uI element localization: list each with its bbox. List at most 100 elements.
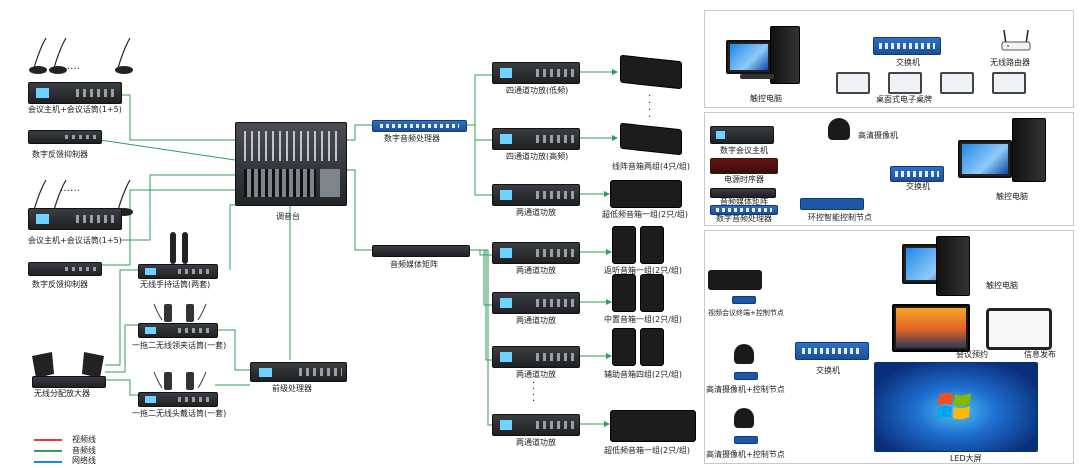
conference-host-2 <box>28 208 122 230</box>
p2-matrix-label: 音频媒体矩阵 <box>720 197 768 206</box>
legend-audio-label: 音频线 <box>72 446 96 455</box>
antenna-icon <box>32 352 104 378</box>
return-speaker-a <box>612 226 636 264</box>
headset-mics <box>150 368 210 392</box>
p1-switch <box>873 37 941 55</box>
p1-desk-screen-1 <box>836 72 870 94</box>
vertical-dots-spk: .... <box>648 88 652 120</box>
wireless-lavalier-label: 一拖二无线领夹话筒(一套) <box>132 341 227 350</box>
p3-video-terminal-label: 视频会议终端+控制节点 <box>708 309 784 317</box>
amp-2ch-3-label: 两通道功放 <box>516 316 556 325</box>
p2-hd-camera <box>828 118 850 140</box>
p1-switch-label: 交换机 <box>896 58 920 67</box>
p1-desk-screen-3 <box>940 72 974 94</box>
handheld-mic-icon <box>170 232 188 264</box>
vertical-dots-amp: .... <box>532 375 536 404</box>
conference-host-1 <box>28 82 122 104</box>
legend-audio-swatch <box>34 450 62 452</box>
legend-network-label: 网络线 <box>72 456 96 465</box>
p2-conf-host <box>710 126 774 144</box>
legend-video-swatch <box>34 439 62 441</box>
handheld-mics <box>160 230 200 266</box>
p2-ctrl-node <box>800 198 864 210</box>
amp-2ch-2-label: 两通道功放 <box>516 266 556 275</box>
subwoofer-1 <box>610 180 682 208</box>
p2-ctrl-node-label: 环控智能控制节点 <box>808 213 872 222</box>
feedback-suppressor-1 <box>28 130 102 144</box>
amp-4ch-high <box>492 128 580 150</box>
p2-processor <box>710 205 778 215</box>
amp-2ch-2 <box>492 242 580 264</box>
p3-cam-node-2 <box>734 436 758 444</box>
conference-mic-group-1 <box>28 30 140 75</box>
amp-2ch-5-label: 两通道功放 <box>516 438 556 447</box>
mic-icon <box>29 37 133 74</box>
pre-processor-label: 前级处理器 <box>272 384 312 393</box>
center-speaker-a <box>612 274 636 312</box>
subwoofer-2-label: 超低频音箱一组(2只/组) <box>604 446 691 455</box>
router-icon <box>1001 30 1031 51</box>
wireless-lavalier-receiver <box>138 323 218 338</box>
legend-video-label: 视频线 <box>72 435 96 444</box>
dots-1: …… <box>60 61 80 72</box>
p3-info-screen <box>986 308 1052 350</box>
feedback-2-label: 数字反馈抑制器 <box>32 280 88 289</box>
center-speaker-b <box>640 274 664 312</box>
p3-meeting-book-label: 会议预约 <box>956 350 988 359</box>
subwoofer-1-label: 超低频音箱一组(2只/组) <box>602 210 689 219</box>
p3-led-label: LED大屏 <box>950 454 982 463</box>
p2-switch <box>890 166 944 182</box>
p1-desk-screen-2 <box>888 72 922 94</box>
return-speaker-b <box>640 226 664 264</box>
aux-spk-label: 辅助音箱四组(2只/组) <box>604 370 683 379</box>
mixer-label: 调音台 <box>276 212 300 221</box>
amp-low-label: 四通道功放(低频) <box>506 86 569 95</box>
p2-matrix <box>710 188 776 198</box>
amp-2ch-4-label: 两通道功放 <box>516 370 556 379</box>
digital-processor-label: 数字音频处理器 <box>384 134 440 143</box>
wireless-handheld-receiver <box>138 264 218 279</box>
line-array-label: 线阵音箱两组(4只/组) <box>612 162 691 171</box>
p3-video-terminal <box>708 270 762 290</box>
amp-4ch-low <box>492 62 580 84</box>
p3-cam-node-1-label: 高清摄像机+控制节点 <box>706 385 785 394</box>
wireless-splitter <box>32 376 106 388</box>
p2-power-seq-label: 电源时序器 <box>724 175 764 184</box>
p1-touch-pc-label: 触控电脑 <box>750 94 782 103</box>
p3-terminal-node <box>732 296 756 304</box>
digital-audio-processor <box>372 120 467 132</box>
wireless-handheld-label: 无线手持话筒(两套) <box>140 280 211 289</box>
headset-mic-icon <box>153 371 207 390</box>
p1-monitor <box>726 40 772 74</box>
p2-power-seq <box>710 158 778 174</box>
p1-desk-screen-label: 桌面式电子桌牌 <box>876 95 932 104</box>
lavalier-mics <box>150 300 210 324</box>
p3-info-pub-label: 信息发布 <box>1024 350 1056 359</box>
wireless-headset-label: 一拖二无线头戴话筒(一套) <box>132 409 227 418</box>
feedback-suppressor-2 <box>28 262 102 276</box>
p1-desk-screen-4 <box>992 72 1026 94</box>
pre-processor <box>250 362 347 382</box>
audio-media-matrix <box>372 245 470 257</box>
p3-cam-node-1 <box>734 372 758 380</box>
conf-host-1-label: 会议主机+会议话筒(1+5) <box>28 105 122 114</box>
p1-router <box>1000 30 1032 52</box>
wireless-splitter-label: 无线分配放大器 <box>34 389 90 398</box>
legend-network-swatch <box>34 461 62 463</box>
amp-2ch-4 <box>492 346 580 368</box>
p3-cam-node-2-label: 高清摄像机+控制节点 <box>706 450 785 459</box>
aux-speaker-b <box>640 328 664 366</box>
amp-high-label: 四通道功放(高频) <box>506 152 569 161</box>
amp-2ch-5 <box>492 414 580 436</box>
aux-speaker-a <box>612 328 636 366</box>
conf-host-2-label: 会议主机+会议话筒(1+5) <box>28 236 122 245</box>
p2-conf-host-label: 数字会议主机 <box>720 146 768 155</box>
p3-meeting-screen <box>892 304 970 352</box>
subwoofer-2 <box>610 410 696 442</box>
lavalier-mic-icon <box>153 303 207 322</box>
p2-monitor <box>958 140 1012 178</box>
dots-2: …… <box>60 183 80 194</box>
windows-logo-icon <box>937 392 971 420</box>
amp-2ch-3 <box>492 292 580 314</box>
